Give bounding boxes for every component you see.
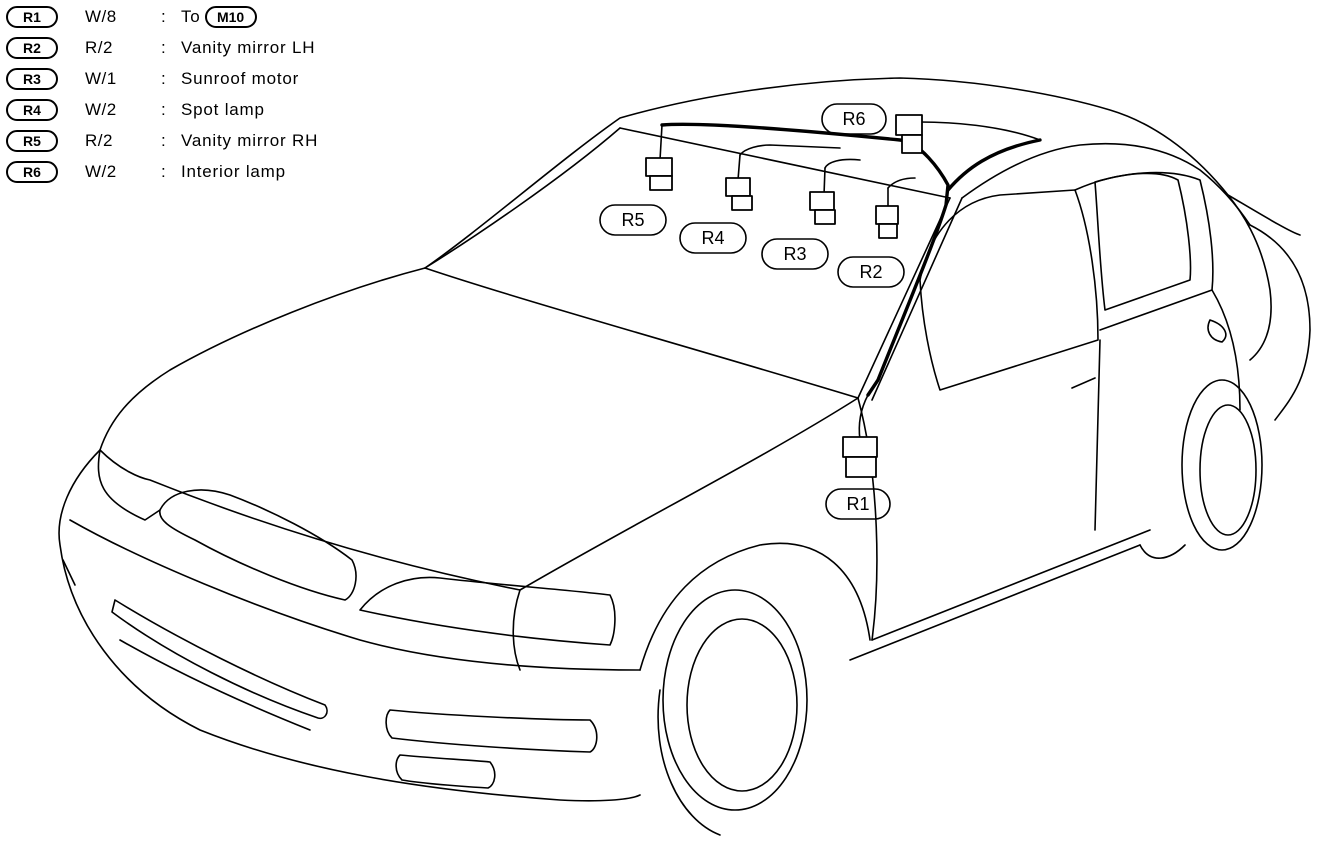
legend-row-r2: R2 R/2 : Vanity mirror LH <box>6 37 386 68</box>
callout-r1: R1 <box>825 488 891 520</box>
connector-code: R/2 <box>85 38 113 57</box>
legend-row-r4: R4 W/2 : Spot lamp <box>6 99 386 130</box>
connector-r6 <box>895 114 923 136</box>
separator: : <box>161 100 166 119</box>
callout-r5-text: R5 <box>621 210 644 230</box>
legend-row-r5: R5 R/2 : Vanity mirror RH <box>6 130 386 161</box>
connector-code: W/8 <box>85 7 117 26</box>
connector-description: Vanity mirror LH <box>181 38 316 57</box>
callout-labels: R6 R5 R4 R3 R2 R1 <box>599 103 905 520</box>
callout-r1-text: R1 <box>846 494 869 514</box>
separator: : <box>161 131 166 150</box>
connector-r5 <box>645 157 673 177</box>
connector-code: W/2 <box>85 100 117 119</box>
callout-r6: R6 <box>821 103 887 135</box>
connector-r6-base <box>901 134 923 154</box>
connector-r4-base <box>731 195 753 211</box>
connector-description: Vanity mirror RH <box>181 131 319 150</box>
connector-id-badge: R4 <box>6 99 58 121</box>
connector-description: Spot lamp <box>181 100 265 119</box>
connector-r5-base <box>649 175 673 191</box>
connector-id-badge: R1 <box>6 6 58 28</box>
callout-r5: R5 <box>599 204 667 236</box>
connector-r3 <box>809 191 835 211</box>
connector-id-badge: R5 <box>6 130 58 152</box>
callout-r3-text: R3 <box>783 244 806 264</box>
connector-code: W/1 <box>85 69 117 88</box>
callout-r4: R4 <box>679 222 747 254</box>
connector-r2-base <box>878 223 898 239</box>
callout-r2-text: R2 <box>859 262 882 282</box>
car-body-outline <box>58 77 1311 836</box>
connector-code: W/2 <box>85 162 117 181</box>
description-text: To <box>181 7 201 26</box>
connector-symbols <box>645 114 923 478</box>
wiring-harness <box>659 121 1042 441</box>
connector-code: R/2 <box>85 131 113 150</box>
connector-r3-base <box>814 209 836 225</box>
connector-id-badge: R2 <box>6 37 58 59</box>
reference-badge: M10 <box>204 6 257 28</box>
connector-r1-base <box>845 456 877 478</box>
separator: : <box>161 69 166 88</box>
connector-r1 <box>842 436 878 458</box>
callout-r2: R2 <box>837 256 905 288</box>
callout-r6-text: R6 <box>842 109 865 129</box>
legend-row-r3: R3 W/1 : Sunroof motor <box>6 68 386 99</box>
connector-description: Interior lamp <box>181 162 286 181</box>
separator: : <box>161 38 166 57</box>
separator: : <box>161 162 166 181</box>
connector-id-badge: R6 <box>6 161 58 183</box>
connector-id-badge: R3 <box>6 68 58 90</box>
connector-description: Sunroof motor <box>181 69 300 88</box>
legend-row-r6: R6 W/2 : Interior lamp <box>6 161 386 192</box>
connector-r2 <box>875 205 899 225</box>
callout-r3: R3 <box>761 238 829 270</box>
connector-r4 <box>725 177 751 197</box>
separator: : <box>161 7 166 26</box>
callout-r4-text: R4 <box>701 228 724 248</box>
